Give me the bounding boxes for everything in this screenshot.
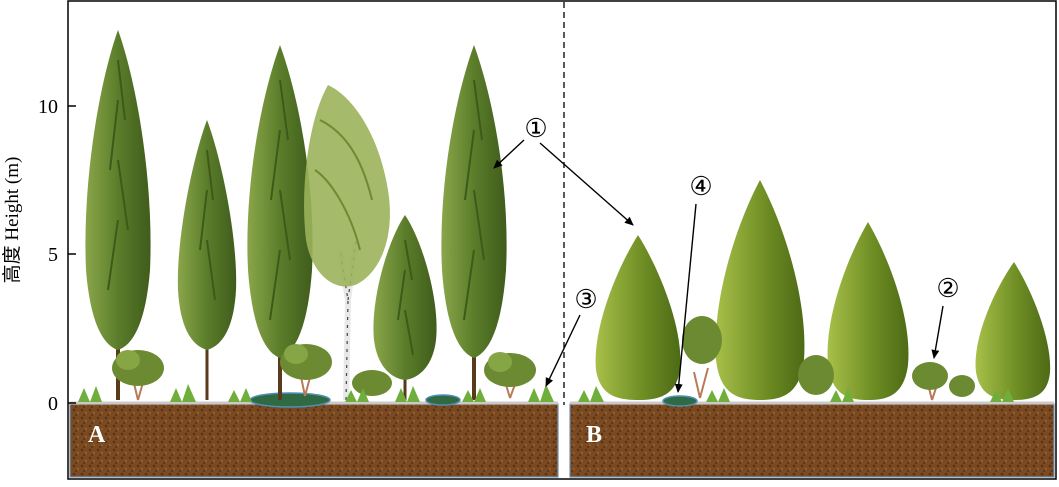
callout-1: ① [524, 114, 547, 143]
columnar-conifer-icon [247, 45, 313, 400]
shrub-icon [484, 352, 536, 399]
columnar-conifer-icon [373, 215, 437, 400]
pyramidal-cypress-icon [595, 235, 681, 400]
plot-frame [67, 0, 1057, 480]
panel-b-vegetation [578, 180, 1051, 407]
shrub-icon [352, 370, 392, 396]
columnar-conifer-icon [177, 120, 237, 400]
pyramidal-cypress-icon [975, 262, 1051, 400]
callout-3: ③ [574, 285, 597, 314]
birch-tree-icon [304, 85, 390, 401]
arrow-3 [545, 314, 581, 387]
shrub-icon [912, 362, 948, 401]
pool-icon [249, 392, 331, 408]
shrub-icon [112, 350, 164, 401]
panel-label-b: B [586, 422, 602, 448]
shrub-icon [280, 344, 332, 397]
columnar-conifer-icon [85, 30, 151, 400]
shrub-icon [798, 355, 834, 395]
grass-tuft-icon [578, 386, 1014, 402]
arrow-1b [539, 142, 634, 226]
soil-block-a [69, 403, 559, 478]
shrub-icon [949, 375, 975, 397]
soil-block-b [569, 403, 1055, 478]
pool-icon [662, 395, 698, 407]
y-axis-label: 高度 Height (m) [1, 157, 23, 284]
arrow-1a [493, 139, 525, 169]
callout-arrows [493, 139, 944, 393]
callout-4: ④ [689, 172, 712, 201]
arrow-4 [674, 203, 697, 393]
panel-label-a: A [88, 422, 106, 448]
pool-icon [425, 394, 461, 406]
arrow-2 [931, 305, 944, 359]
pyramidal-cypress-icon [715, 180, 805, 400]
shrub-icon [682, 316, 722, 399]
grass-tuft-icon [78, 384, 554, 402]
y-tick-label-5: 5 [48, 244, 58, 266]
y-axis: 0 5 10 高度 Height (m) [1, 96, 76, 415]
callout-2: ② [936, 274, 959, 303]
columnar-conifer-icon [441, 45, 507, 400]
y-tick-label-0: 0 [48, 393, 58, 415]
y-tick-label-10: 10 [38, 96, 58, 118]
panel-a-vegetation [78, 30, 554, 408]
pyramidal-cypress-icon [827, 222, 909, 400]
